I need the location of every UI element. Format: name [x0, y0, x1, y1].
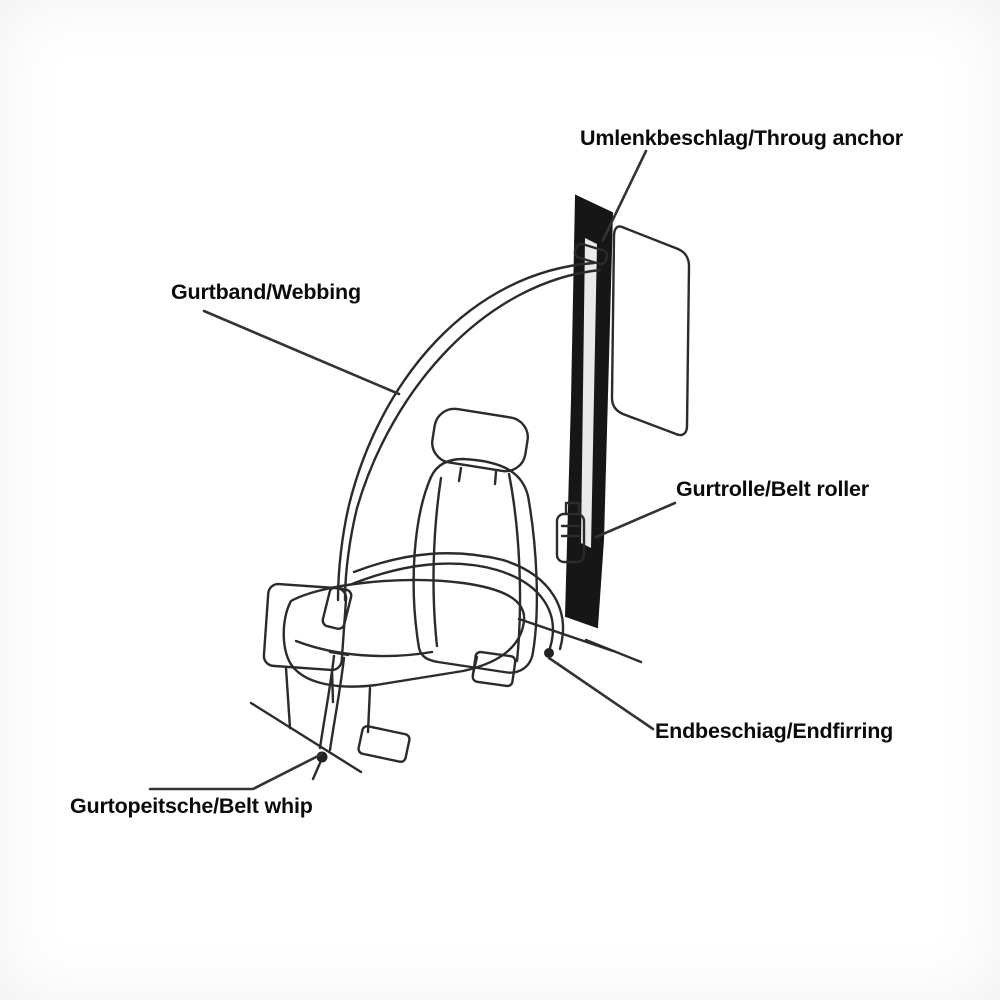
cushion-contour	[294, 639, 434, 658]
backrest-contour-left	[432, 476, 443, 648]
webbing-strap-outer	[336, 261, 596, 602]
backrest	[412, 457, 539, 674]
lap-belt	[350, 552, 565, 651]
b-pillar-channel	[581, 238, 597, 548]
rocker-line-2	[584, 638, 643, 664]
floor-line-left	[249, 701, 363, 774]
label-belt-whip: Gurtopeitsche/Belt whip	[70, 794, 313, 818]
front-foot	[357, 725, 411, 763]
belt-whip	[311, 650, 350, 781]
leader-webbing	[202, 309, 401, 396]
window-panel	[610, 225, 691, 437]
backrest-contour-right	[507, 472, 522, 663]
leader-through-anchor	[601, 149, 648, 242]
end-fitting-dot	[544, 648, 554, 658]
label-end-fitting: Endbeschiag/Endfirring	[655, 719, 894, 743]
buckle	[321, 586, 353, 630]
label-belt-roller: Gurtrolle/Belt roller	[676, 477, 869, 501]
leader-lines	[148, 149, 677, 791]
webbing	[336, 261, 602, 602]
leader-belt-roller	[594, 501, 677, 539]
left-bolster	[262, 582, 348, 672]
seat	[262, 407, 539, 763]
label-webbing: Gurtband/Webbing	[171, 280, 361, 304]
right-foot	[471, 650, 517, 688]
webbing-strap-inner	[343, 268, 602, 602]
leader-belt-whip	[148, 752, 324, 791]
seat-legs	[284, 655, 479, 734]
belt-roller	[555, 501, 586, 564]
through-anchor	[573, 242, 609, 266]
label-through-anchor: Umlenkbeschlag/Throug anchor	[580, 126, 903, 150]
headrest-posts	[457, 466, 498, 486]
leader-end-fitting	[547, 656, 655, 731]
headrest	[431, 407, 529, 473]
